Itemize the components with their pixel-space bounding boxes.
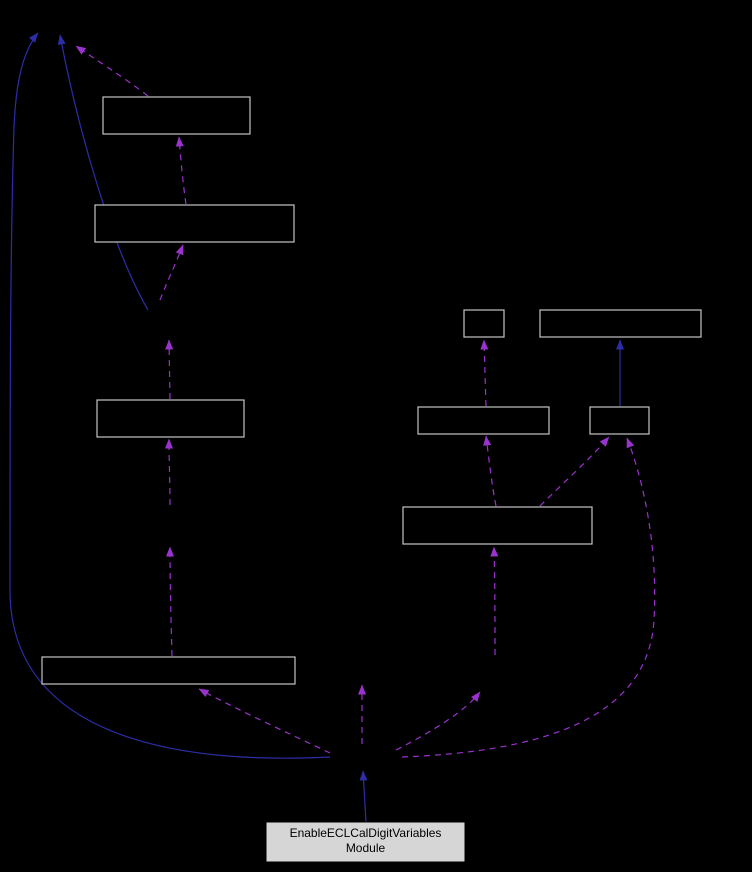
inheritance-edge	[57, 34, 149, 311]
usage-edge	[165, 438, 174, 506]
usage-edge	[75, 45, 149, 97]
usage-edge	[480, 339, 489, 407]
class-node[interactable]	[94, 204, 295, 243]
usage-edge	[483, 435, 497, 507]
usage-edge	[175, 136, 187, 205]
current-node: EnableECLCalDigitVariables Module	[265, 821, 466, 863]
class-node[interactable]	[539, 309, 702, 338]
usage-edge	[490, 546, 499, 656]
usage-edge	[401, 437, 656, 758]
current-node-label-line1: EnableECLCalDigitVariables	[290, 826, 442, 840]
class-node[interactable]	[41, 656, 296, 685]
inheritance-edges	[9, 32, 624, 823]
usage-edge	[539, 436, 610, 507]
usage-edge	[395, 691, 481, 751]
class-node[interactable]	[102, 96, 251, 135]
class-node[interactable]	[463, 309, 505, 338]
usage-edge	[166, 546, 175, 657]
usage-edge	[159, 244, 184, 301]
class-node[interactable]	[96, 399, 245, 438]
usage-edge	[165, 339, 174, 400]
current-node-label-line2: Module	[346, 841, 386, 855]
class-node[interactable]	[589, 406, 650, 435]
usage-edge	[198, 688, 331, 754]
class-nodes	[41, 96, 702, 685]
class-node[interactable]	[417, 406, 550, 435]
inheritance-edge	[9, 32, 331, 759]
class-node[interactable]	[402, 506, 593, 545]
inheritance-edge	[359, 770, 368, 823]
usage-edges	[75, 45, 656, 758]
current-node-box	[265, 821, 466, 863]
